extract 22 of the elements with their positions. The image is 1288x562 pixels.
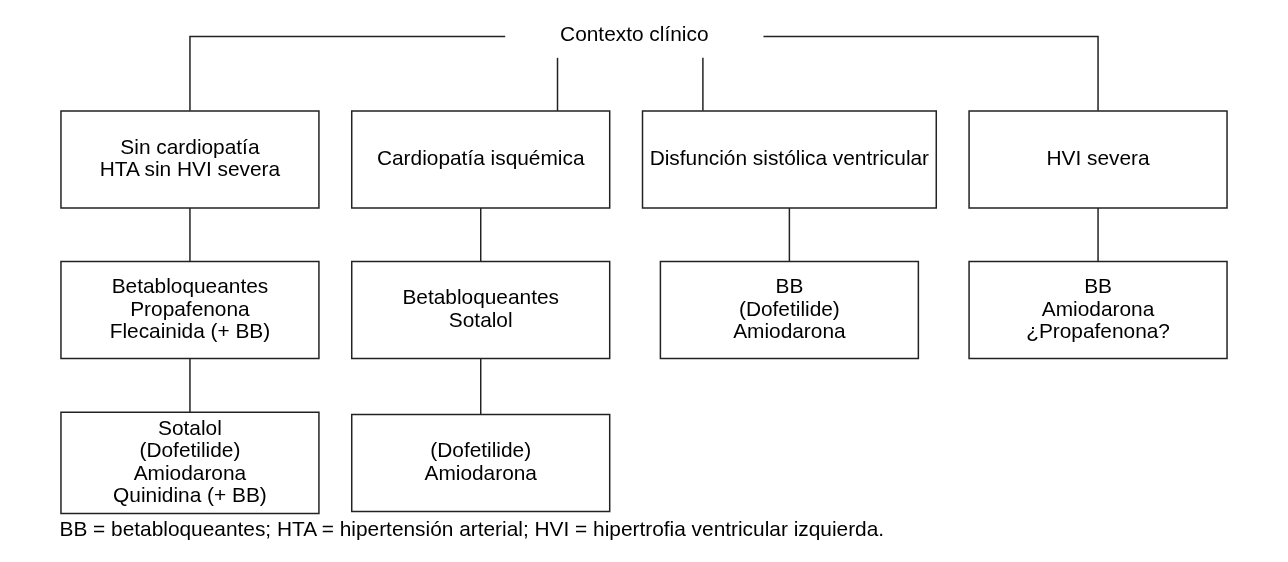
connector xyxy=(788,207,791,262)
node-box: BB Amiodarona ¿Propafenona? xyxy=(968,260,1228,360)
node-box: Betabloqueantes Sotalol xyxy=(351,260,611,360)
connector xyxy=(1097,207,1099,262)
node-box: Sotalol (Dofetilide) Amiodarona Quinidina (+ BB) xyxy=(60,411,320,515)
connector xyxy=(189,358,191,413)
connector xyxy=(702,57,704,112)
connector xyxy=(189,207,191,262)
node-box: (Dofetilide) Amiodarona xyxy=(351,413,611,513)
connector xyxy=(762,35,1099,112)
node-text: Contexto clínico xyxy=(560,22,709,46)
node-box: Cardiopatía isquémica xyxy=(351,110,611,209)
node-box: BB (Dofetilide) Amiodarona xyxy=(659,260,920,360)
node-box: Disfunción sistólica ventricular xyxy=(641,110,937,209)
connector xyxy=(479,207,482,262)
caption: BB = betabloqueantes; HTA = hipertensión arterial; HVI = hipertrofia ventricular izquierda. xyxy=(59,517,885,541)
node-box: Sin cardiopatía HTA sin HVI severa xyxy=(60,110,320,209)
node-box: HVI severa xyxy=(968,110,1228,209)
node-box: Betabloqueantes Propafenona Flecainida (+ BB) xyxy=(60,260,320,360)
connector xyxy=(479,358,482,415)
connector xyxy=(556,57,559,112)
connector xyxy=(189,35,506,112)
